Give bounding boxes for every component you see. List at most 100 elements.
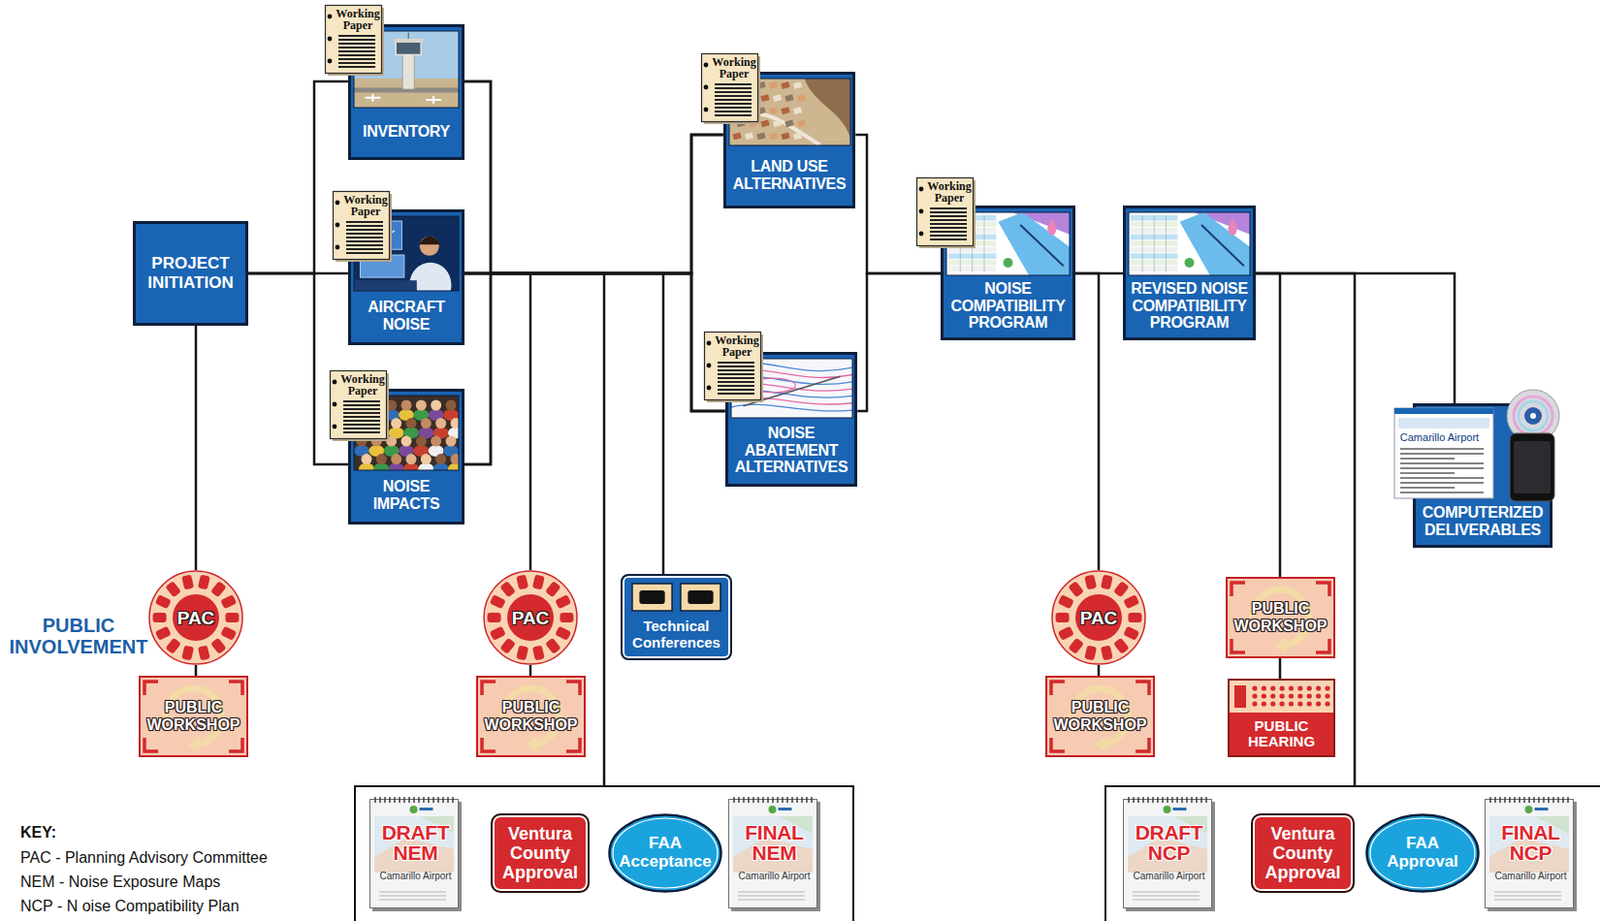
drawn-shape xyxy=(346,236,384,239)
drawn-shape xyxy=(1176,797,1178,803)
connector-line xyxy=(464,273,531,571)
drawn-shape xyxy=(1227,219,1237,236)
workshop-box: PUBLIC WORKSHOP xyxy=(138,675,249,758)
node-label: FAA Acceptance xyxy=(615,834,715,871)
drawn-shape xyxy=(402,54,415,90)
drawn-shape xyxy=(1190,797,1192,803)
drawn-shape xyxy=(155,594,172,609)
drawn-shape xyxy=(780,106,790,115)
drawn-shape xyxy=(767,797,768,803)
drawn-shape xyxy=(1251,693,1257,699)
drawn-shape xyxy=(612,818,718,889)
drawn-shape xyxy=(164,580,182,598)
node-label: AIRCRAFT NOISE xyxy=(355,298,457,334)
drawn-shape xyxy=(714,106,752,109)
drawn-shape xyxy=(1142,215,1144,273)
drawn-shape xyxy=(388,797,390,803)
process-box: Camarillo AirportCOMPUTERIZED DELIVERABL… xyxy=(1412,403,1553,548)
drawn-shape xyxy=(768,81,778,90)
drawn-shape xyxy=(929,226,967,229)
drawn-shape xyxy=(706,341,712,347)
drawn-shape xyxy=(425,96,442,104)
drawn-shape xyxy=(1261,693,1267,699)
drawn-shape xyxy=(1261,701,1267,706)
drawn-shape xyxy=(1152,797,1153,803)
drawn-shape xyxy=(566,737,580,752)
drawn-shape xyxy=(742,797,744,803)
drawn-shape xyxy=(483,571,577,665)
drawn-shape xyxy=(1173,807,1187,811)
drawn-shape xyxy=(224,612,239,623)
drawn-shape xyxy=(609,815,722,893)
connector-line xyxy=(1097,665,1101,676)
working-paper-icon: Working Paper xyxy=(704,331,764,403)
node-label: Ventura County Approval xyxy=(496,824,584,883)
drawn-shape xyxy=(1523,797,1525,803)
drawn-shape xyxy=(737,892,805,894)
drawn-shape xyxy=(532,575,545,591)
drawn-shape xyxy=(1324,693,1330,699)
drawn-shape xyxy=(390,453,402,465)
drawn-shape xyxy=(144,681,243,753)
drawn-shape xyxy=(1567,797,1568,803)
drawn-shape xyxy=(228,737,243,752)
hearing-box: PUBLIC HEARING xyxy=(1227,678,1336,758)
drawn-shape xyxy=(398,797,400,803)
drawn-shape xyxy=(1400,448,1484,449)
connector-line xyxy=(857,273,941,412)
drawn-shape xyxy=(793,106,802,115)
drawn-shape xyxy=(406,453,417,465)
drawn-shape xyxy=(717,365,755,368)
approval-box: Ventura County Approval xyxy=(1250,813,1355,894)
drawn-shape xyxy=(1052,571,1146,665)
drawn-shape xyxy=(408,32,410,39)
drawn-shape xyxy=(1297,685,1303,691)
node-label: Camarillo Airport xyxy=(732,870,817,882)
drawn-shape xyxy=(393,38,423,43)
drawn-shape xyxy=(1518,401,1548,431)
drawn-shape xyxy=(1400,472,1455,474)
drawn-shape xyxy=(343,416,381,418)
drawn-shape xyxy=(181,645,194,662)
drawn-shape xyxy=(717,392,755,395)
committee-circle: PAC xyxy=(1051,570,1147,666)
report-cover: DRAFT NEMCamarillo Airport xyxy=(369,799,462,912)
drawn-shape xyxy=(706,363,712,369)
connector-line xyxy=(464,273,726,412)
drawn-shape xyxy=(220,594,237,609)
drawn-shape xyxy=(929,230,967,233)
connector-line xyxy=(464,273,726,465)
drawn-shape xyxy=(1261,685,1267,691)
drawn-shape xyxy=(1132,797,1134,803)
drawn-shape xyxy=(432,797,434,803)
drawn-shape xyxy=(544,580,562,598)
connector-line xyxy=(464,134,724,465)
drawn-shape xyxy=(1513,797,1515,803)
drawn-shape xyxy=(1195,797,1197,803)
connector-line xyxy=(1279,658,1282,679)
drawn-shape xyxy=(220,626,237,641)
drawn-shape xyxy=(164,638,182,655)
key-text: PAC - Planning Advisory Committee xyxy=(20,848,268,867)
working-paper-icon: Working Paper xyxy=(332,191,392,262)
drawn-shape xyxy=(919,209,925,215)
drawn-shape xyxy=(1513,396,1553,436)
drawn-shape xyxy=(1201,224,1245,266)
drawn-shape xyxy=(1394,408,1494,499)
drawn-shape xyxy=(417,797,419,803)
drawn-shape xyxy=(487,612,502,623)
node-label: Camarillo Airport xyxy=(1400,431,1479,445)
node-label: FAA Approval xyxy=(1373,834,1472,871)
drawn-shape xyxy=(793,132,802,141)
drawn-shape xyxy=(1231,639,1246,653)
drawn-shape xyxy=(704,63,709,68)
drawn-shape xyxy=(1400,462,1484,464)
drawn-shape xyxy=(155,626,172,641)
drawn-shape xyxy=(1307,693,1312,699)
drawn-shape xyxy=(410,805,418,814)
drawn-shape xyxy=(197,575,211,591)
icon-label: Working Paper xyxy=(916,177,976,204)
drawn-shape xyxy=(1057,626,1075,641)
drawn-shape xyxy=(1153,215,1155,273)
